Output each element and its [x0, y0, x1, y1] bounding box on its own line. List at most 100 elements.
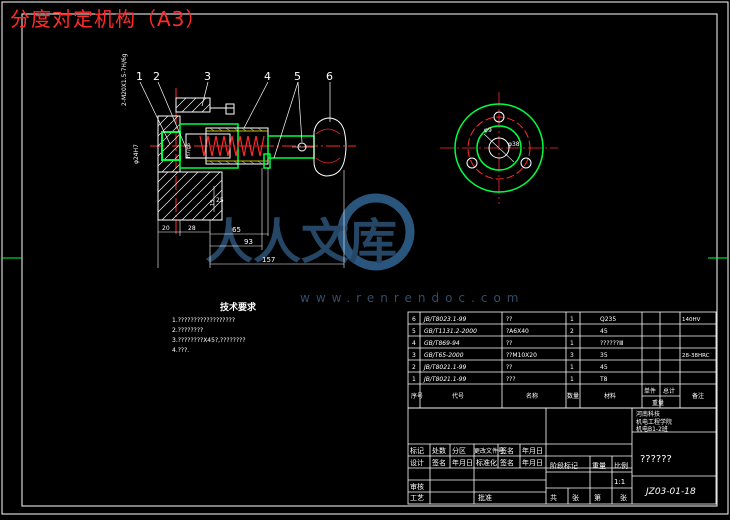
dim-65: 65	[232, 226, 241, 234]
dim-15: 15	[210, 200, 216, 206]
watermark-url: www.renrendoc.com	[300, 291, 525, 305]
fixture-plate	[157, 171, 223, 221]
bom-name-2: ??	[506, 340, 512, 347]
flange-outer	[454, 103, 544, 193]
tb-r2-0: 设计	[410, 458, 424, 467]
callout-4: 4	[264, 70, 271, 83]
bolt-circle	[467, 116, 531, 180]
tb-r1-3: 更改文件号	[474, 447, 504, 455]
bom-header-remark: 备注	[692, 392, 704, 400]
callout-5: 5	[294, 70, 301, 83]
tb-college: 机电工程学院	[636, 418, 672, 426]
dim-28: 28	[188, 225, 196, 232]
callout-1: 1	[136, 70, 143, 83]
bom-code-1: GB/T1131.2-2000	[424, 328, 477, 335]
bom-header-material: 材料	[604, 392, 616, 400]
title-block	[407, 407, 717, 505]
tb-r2-3: 标准化	[476, 458, 497, 467]
bolt-hole-3	[520, 157, 532, 169]
title-block-text: 河南科技 机电工程学院 机电B1-2班 标记 处数 分区 更改文件号 签名 年月…	[410, 410, 696, 502]
bom-remark-3: 28-38HRC	[682, 353, 710, 359]
tb-scale-value: 1:1	[614, 478, 625, 486]
tech-req-3: 3.????????X45?,????????	[172, 337, 246, 344]
thread-note: 2-M20X1.5-7H/6g	[121, 53, 128, 106]
tb-drawing-name: ??????	[640, 454, 672, 465]
dim-93: 93	[244, 238, 253, 246]
bom-code-4: JB/T8021.1-99	[423, 364, 467, 371]
section-view: 1 2 3 4 5 6 2-M20X1.5-7H/6g φ24H7 H7/g6 …	[121, 53, 356, 268]
bom-no-4: 2	[412, 364, 416, 371]
dim-157: 157	[262, 256, 275, 264]
bom-header-code: 代号	[452, 392, 464, 400]
bom-code-0: JB/T8023.1-99	[423, 316, 467, 323]
bom-code-3: GB/T65-2000	[424, 352, 464, 359]
tech-requirements: 技术要求 1.?????????????????? 2.???????? 3.?…	[172, 301, 257, 354]
thread-lines	[206, 130, 268, 162]
bom-header: 序号 代号 名称 数量 材料 单件 总计 重量 备注	[411, 387, 704, 407]
pcd-dim: φ38	[508, 141, 520, 148]
bom-no-2: 4	[412, 340, 416, 347]
tb-r2-4: 签名	[500, 458, 514, 467]
tb-r2-2: 年月日	[452, 458, 473, 467]
tb-stage: 阶段标记	[550, 461, 578, 470]
drawing-frame	[21, 13, 718, 507]
bom-no-3: 3	[412, 352, 416, 359]
callout-2: 2	[153, 70, 160, 83]
tech-req-4: 4.???.	[172, 347, 189, 354]
bom-material-5: T8	[599, 376, 608, 383]
bom-header-qty: 数量	[567, 392, 579, 400]
tb-page: 第	[594, 493, 601, 502]
bom-name-5: ???	[506, 376, 516, 383]
plate-hatch	[157, 171, 223, 221]
bom-name-0: ??	[506, 316, 512, 323]
tb-r2-1: 签名	[432, 458, 446, 467]
tech-req-1: 1.??????????????????	[172, 317, 235, 324]
tb-r2-5: 年月日	[522, 458, 543, 467]
dia-left: φ24H7	[133, 144, 140, 164]
bom-name-1: ?A6X40	[506, 328, 529, 335]
tb-drawing-no: JZ03-01-18	[644, 487, 696, 497]
bom-remark-0: 140HV	[682, 317, 701, 323]
bom-qty-0: 1	[570, 316, 574, 323]
tb-total: 共	[550, 493, 557, 502]
bom-code-5: JB/T8021.1-99	[423, 376, 467, 383]
tb-r1-1: 处数	[432, 446, 446, 455]
tb-r1-0: 标记	[410, 446, 424, 455]
dim-25: 25	[216, 197, 224, 204]
bom-header-weight: 重量	[652, 399, 664, 407]
tb-weight: 重量	[592, 462, 606, 470]
bom-qty-3: 3	[570, 352, 574, 359]
screw-head	[175, 97, 211, 113]
dimension-lines	[157, 168, 345, 268]
bom-code-2: GB/T869-94	[424, 340, 460, 347]
bolt-hole-2	[466, 157, 478, 169]
callout-leaders	[139, 81, 331, 159]
bom-name-4: ??	[506, 364, 512, 371]
bom-name-3: ??M10X20	[506, 352, 537, 359]
sheet-title: 分度对定机构（A3）	[10, 7, 207, 31]
spring	[199, 135, 265, 157]
bom-header-no: 序号	[411, 392, 423, 400]
bolt-hole-1	[493, 111, 505, 123]
bom-no-5: 1	[412, 376, 416, 383]
bom-qty-5: 1	[570, 376, 574, 383]
bom-material-3: 35	[600, 352, 608, 359]
tb-r1-2: 分区	[452, 446, 466, 455]
tb-scale: 比例	[614, 461, 628, 470]
tb-page-unit: 张	[620, 493, 627, 502]
bom-header-name: 名称	[526, 392, 538, 400]
bom-qty-2: 1	[570, 340, 574, 347]
bom-no-1: 5	[412, 328, 416, 335]
threaded-housing	[205, 127, 269, 165]
bom-material-1: 45	[600, 328, 608, 335]
tech-req-2: 2.????????	[172, 327, 203, 334]
callout-3: 3	[204, 70, 211, 83]
tb-sheet: 张	[572, 493, 579, 502]
hole-dim: φ9	[484, 127, 492, 134]
tech-req-heading: 技术要求	[220, 301, 257, 313]
dim-20: 20	[162, 225, 170, 232]
fit-mid: H7/g6	[186, 143, 192, 158]
watermark-logo: 人人文库	[205, 193, 415, 271]
